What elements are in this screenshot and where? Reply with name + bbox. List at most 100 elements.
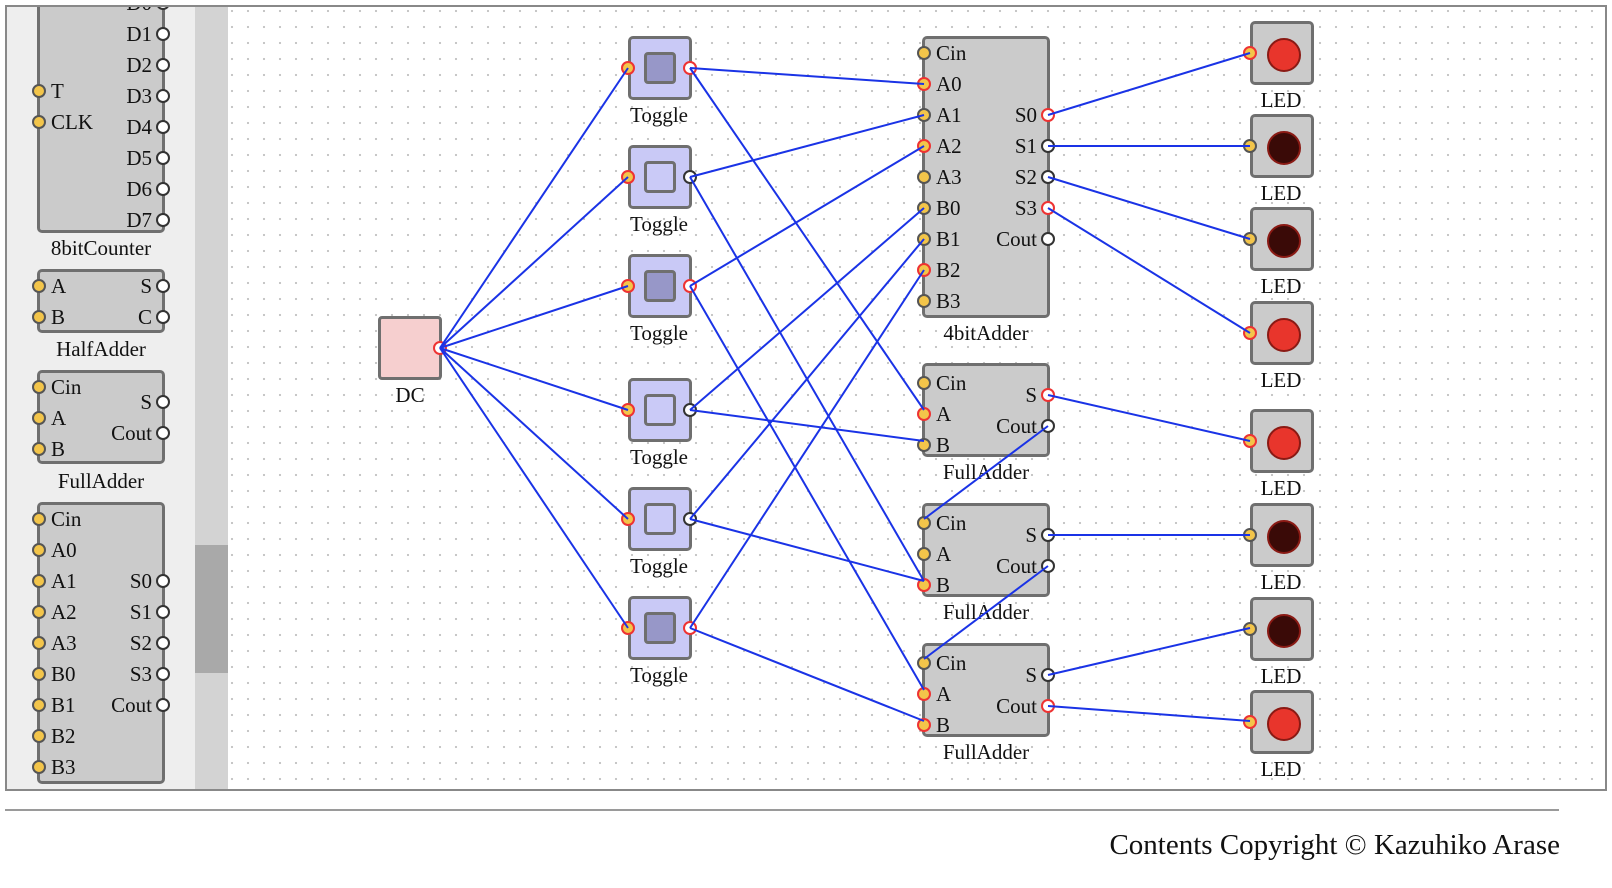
adder-output-pin-s1[interactable] [1041,139,1055,153]
palette-counter-output-pin-d4[interactable] [156,120,170,134]
led-input-pin[interactable] [1243,622,1257,636]
full-adder-output-pin-s[interactable] [1041,388,1055,402]
adder-input-pin-a1[interactable] [917,108,931,122]
toggle-output-pin[interactable] [683,621,697,635]
toggle-input-pin[interactable] [621,170,635,184]
led-input-pin[interactable] [1243,139,1257,153]
led-input-pin[interactable] [1243,326,1257,340]
palette-full-adder-output-pin-s[interactable] [156,395,170,409]
toggle-input-pin[interactable] [621,403,635,417]
led[interactable] [1250,207,1314,271]
palette-counter-input-pin-clk[interactable] [32,115,46,129]
toggle-switch[interactable] [628,487,692,551]
adder-input-pin-b0[interactable] [917,201,931,215]
toggle-switch[interactable] [628,254,692,318]
full-adder-input-pin-a[interactable] [917,407,931,421]
toggle-input-pin[interactable] [621,512,635,526]
led-input-pin[interactable] [1243,715,1257,729]
toggle-switch[interactable] [628,36,692,100]
adder-input-pin-a2[interactable] [917,139,931,153]
circuit-canvas[interactable] [228,7,1605,789]
toggle-button[interactable] [644,161,676,193]
palette-adder-input-pin-a3[interactable] [32,636,46,650]
palette-adder-input-pin-a0[interactable] [32,543,46,557]
toggle-output-pin[interactable] [683,403,697,417]
palette-adder-input-pin-a2[interactable] [32,605,46,619]
palette-counter-input-pin-t[interactable] [32,84,46,98]
palette-adder-output-pin-s0[interactable] [156,574,170,588]
palette-half-adder-output-pin-c[interactable] [156,310,170,324]
full-adder-input-pin-a[interactable] [917,547,931,561]
full-adder-input-pin-b[interactable] [917,718,931,732]
palette-counter-output-pin-d5[interactable] [156,151,170,165]
toggle-input-pin[interactable] [621,621,635,635]
palette-counter-output-pin-d7[interactable] [156,213,170,227]
full-adder-output-pin-s[interactable] [1041,528,1055,542]
full-adder-input-pin-cin[interactable] [917,516,931,530]
led-input-pin[interactable] [1243,434,1257,448]
toggle-switch[interactable] [628,596,692,660]
palette-half-adder-input-pin-b[interactable] [32,310,46,324]
palette-adder-output-pin-s2[interactable] [156,636,170,650]
led[interactable] [1250,690,1314,754]
adder-input-pin-a0[interactable] [917,77,931,91]
full-adder-output-pin-cout[interactable] [1041,559,1055,573]
adder-output-pin-s3[interactable] [1041,201,1055,215]
palette-adder-output-pin-s3[interactable] [156,667,170,681]
led[interactable] [1250,597,1314,661]
palette-adder-input-pin-b2[interactable] [32,729,46,743]
palette-counter-output-pin-d6[interactable] [156,182,170,196]
led[interactable] [1250,21,1314,85]
full-adder-output-pin-cout[interactable] [1041,699,1055,713]
toggle-output-pin[interactable] [683,61,697,75]
full-adder-output-pin-cout[interactable] [1041,419,1055,433]
adder-input-pin-b1[interactable] [917,232,931,246]
toggle-output-pin[interactable] [683,279,697,293]
toggle-input-pin[interactable] [621,61,635,75]
led-input-pin[interactable] [1243,528,1257,542]
led[interactable] [1250,409,1314,473]
toggle-output-pin[interactable] [683,512,697,526]
palette-adder-output-pin-s1[interactable] [156,605,170,619]
palette-full-adder-output-pin-cout[interactable] [156,426,170,440]
toggle-button[interactable] [644,612,676,644]
led-input-pin[interactable] [1243,232,1257,246]
palette-counter-output-pin-d3[interactable] [156,89,170,103]
toggle-button[interactable] [644,52,676,84]
full-adder-input-pin-b[interactable] [917,578,931,592]
palette-scrollbar-thumb[interactable] [195,545,228,673]
adder-input-pin-cin[interactable] [917,46,931,60]
toggle-switch[interactable] [628,145,692,209]
adder-input-pin-b2[interactable] [917,263,931,277]
toggle-button[interactable] [644,270,676,302]
full-adder-input-pin-cin[interactable] [917,376,931,390]
led[interactable] [1250,114,1314,178]
palette-adder-input-pin-cin[interactable] [32,512,46,526]
palette-adder-input-pin-b0[interactable] [32,667,46,681]
palette-adder-input-pin-a1[interactable] [32,574,46,588]
palette-adder-input-pin-b3[interactable] [32,760,46,774]
full-adder-input-pin-cin[interactable] [917,656,931,670]
dc-output-pin[interactable] [433,341,447,355]
full-adder-input-pin-a[interactable] [917,687,931,701]
adder-input-pin-a3[interactable] [917,170,931,184]
palette-half-adder-output-pin-s[interactable] [156,279,170,293]
adder-output-pin-s0[interactable] [1041,108,1055,122]
toggle-button[interactable] [644,503,676,535]
led-input-pin[interactable] [1243,46,1257,60]
full-adder-input-pin-b[interactable] [917,438,931,452]
palette-adder-input-pin-b1[interactable] [32,698,46,712]
adder-output-pin-cout[interactable] [1041,232,1055,246]
adder-output-pin-s2[interactable] [1041,170,1055,184]
palette-counter-output-pin-d1[interactable] [156,27,170,41]
palette-adder-output-pin-cout[interactable] [156,698,170,712]
palette-full-adder-input-pin-b[interactable] [32,442,46,456]
palette-full-adder-input-pin-a[interactable] [32,411,46,425]
full-adder-output-pin-s[interactable] [1041,668,1055,682]
led[interactable] [1250,301,1314,365]
palette-counter-output-pin-d2[interactable] [156,58,170,72]
adder-input-pin-b3[interactable] [917,294,931,308]
palette-half-adder-input-pin-a[interactable] [32,279,46,293]
palette-full-adder-input-pin-cin[interactable] [32,380,46,394]
toggle-output-pin[interactable] [683,170,697,184]
